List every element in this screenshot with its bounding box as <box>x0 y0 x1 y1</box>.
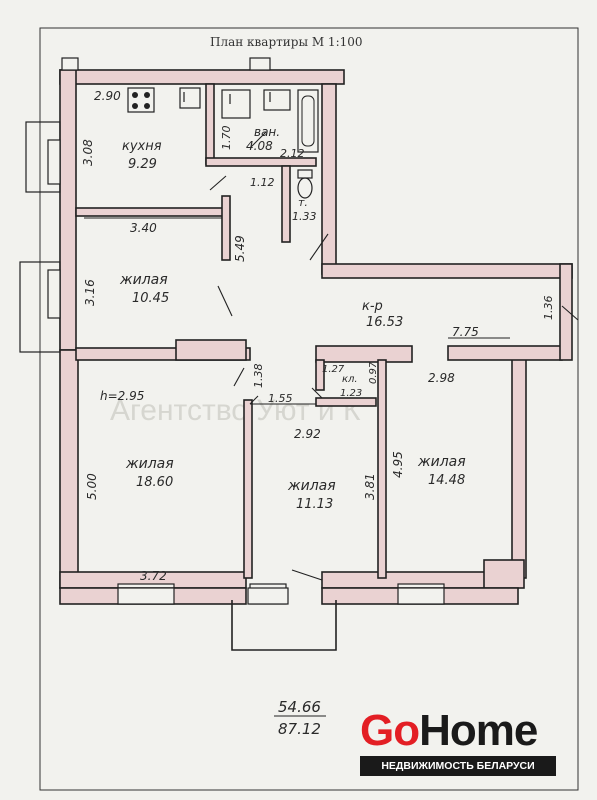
dim-1-55: 1.55 <box>268 392 293 405</box>
doors <box>209 131 579 581</box>
wall-kitchen-living1 <box>75 207 227 217</box>
dim-5-49: 5.49 <box>233 235 247 262</box>
room-living1-area: 10.45 <box>132 291 169 306</box>
room-living3-area: 11.13 <box>296 497 333 512</box>
dim-0-97: 0.97 <box>368 361 379 384</box>
room-bath-area: 4.08 <box>246 139 273 153</box>
total-living-area: 54.66 <box>278 698 321 716</box>
wall-left-lower <box>59 349 79 589</box>
dim-4-95: 4.95 <box>391 451 405 478</box>
window-bottom <box>59 583 519 605</box>
dim-3-81: 3.81 <box>363 473 377 500</box>
wall-kitchen-right <box>221 195 231 261</box>
dim-3-72: 3.72 <box>140 569 167 583</box>
dim-3-08: 3.08 <box>81 139 95 166</box>
dim-2-92: 2.92 <box>294 427 321 441</box>
wall-corner-br <box>483 559 525 589</box>
wall-left-upper <box>59 69 77 351</box>
room-closet-name: кл. <box>342 374 358 385</box>
wall-bath-bottom <box>205 157 317 167</box>
wall-closet-bottom <box>315 397 377 407</box>
wall-toilet-left <box>281 165 291 243</box>
ceiling-height: h=2.95 <box>100 389 144 403</box>
dim-7-75: 7.75 <box>452 325 479 339</box>
dim-2-98: 2.98 <box>428 371 455 385</box>
wall-right-lower <box>511 347 527 579</box>
room-toilet-area: 1.33 <box>292 210 317 223</box>
window-top-1 <box>61 57 271 71</box>
dim-3-40: 3.40 <box>130 221 157 235</box>
balcony <box>231 600 337 651</box>
wall-right-mid <box>559 263 573 361</box>
dim-1-36: 1.36 <box>542 296 555 321</box>
wall-living2-living3 <box>243 399 253 579</box>
logo-tagline: НЕДВИЖИМОСТЬ БЕЛАРУСИ <box>360 756 556 776</box>
dim-1-38: 1.38 <box>252 364 265 389</box>
logo-home: Home <box>419 706 538 755</box>
gohome-logo: GoHome НЕДВИЖИМОСТЬ БЕЛАРУСИ <box>360 706 556 776</box>
room-corridor-name: к-р <box>362 299 383 314</box>
logo-go: Go <box>360 706 420 755</box>
bathtub-icon <box>297 89 319 153</box>
room-living4-name: жилая <box>417 454 466 470</box>
wall-right-upper <box>321 83 337 275</box>
logo-wordmark: GoHome <box>360 706 556 756</box>
room-corridor-area: 16.53 <box>366 315 403 330</box>
wall-corridor-top <box>321 263 573 279</box>
stove-icon <box>127 87 155 113</box>
dim-1-12: 1.12 <box>250 176 275 189</box>
plan-title: План квартиры М 1:100 <box>210 35 363 49</box>
dim-1-70: 1.70 <box>220 126 233 151</box>
window-left-living1 <box>19 261 61 353</box>
room-kitchen-area: 9.29 <box>128 157 157 172</box>
room-bath-name: ван. <box>254 125 280 139</box>
toilet-icon <box>297 169 313 199</box>
room-kitchen-name: кухня <box>122 139 162 154</box>
dim-2-12: 2.12 <box>280 147 305 160</box>
wall-living1-bottom-thick <box>175 339 247 361</box>
wall-living4-top <box>447 345 563 361</box>
room-living4-area: 14.48 <box>428 473 465 488</box>
room-closet-area: 1.23 <box>340 388 362 399</box>
total-area: 87.12 <box>278 720 321 738</box>
sheet-frame <box>39 27 579 791</box>
room-living2-area: 18.60 <box>136 475 173 490</box>
room-living3-name: жилая <box>287 478 336 494</box>
room-living2-name: жилая <box>125 456 174 472</box>
dim-1-27: 1.27 <box>322 364 345 375</box>
room-toilet-name: т. <box>298 196 308 209</box>
washbasin-icon <box>221 89 291 119</box>
dim-3-16: 3.16 <box>83 279 97 306</box>
dim-2-90: 2.90 <box>94 89 121 103</box>
sink-icon <box>179 87 201 109</box>
wall-closet-left <box>315 359 325 391</box>
dim-5-00: 5.00 <box>85 473 99 500</box>
wall-living3-living4 <box>377 359 387 579</box>
wall-top <box>59 69 345 85</box>
room-living1-name: жилая <box>119 272 168 288</box>
wall-closet-top <box>315 345 413 363</box>
wall-bath-left <box>205 83 215 165</box>
dimension-lines <box>84 217 510 405</box>
window-left-kitchen <box>25 121 61 193</box>
